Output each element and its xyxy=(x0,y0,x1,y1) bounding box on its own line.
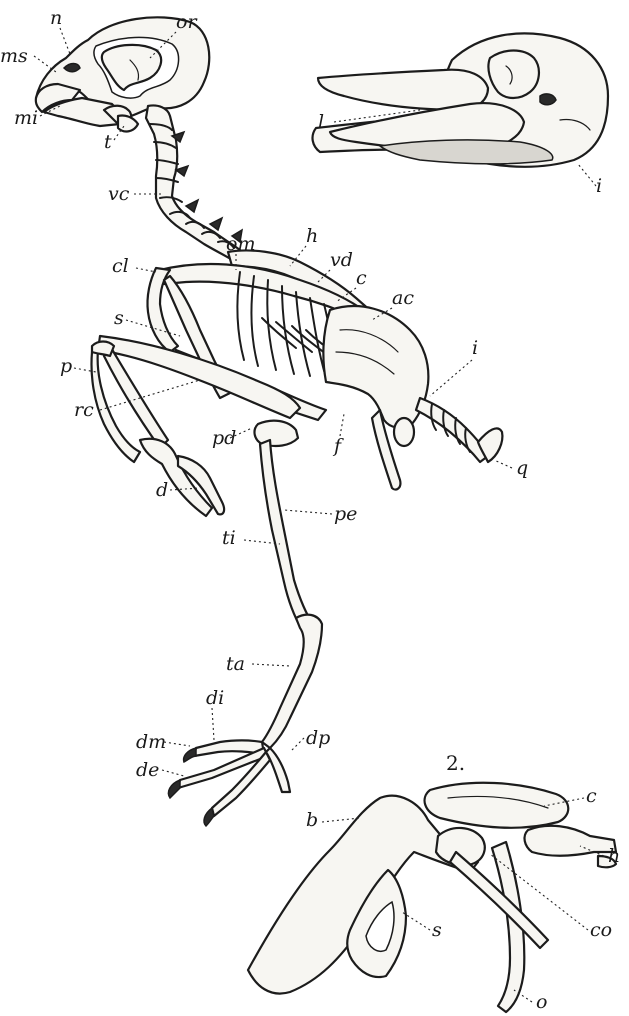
label-pe: pe xyxy=(334,503,357,525)
leader-dm xyxy=(164,742,190,746)
leader-q xyxy=(494,460,512,468)
label-i: i xyxy=(472,337,478,359)
label-vc: vc xyxy=(108,183,130,205)
fig2-label-o: o xyxy=(536,991,547,1013)
label-vd: vd xyxy=(330,249,353,271)
label-pd: pd xyxy=(212,427,236,449)
label-q: q xyxy=(516,457,528,479)
figure-number: 2. xyxy=(446,751,465,775)
skull-detail: l i xyxy=(313,33,608,197)
label-cl: cl xyxy=(112,255,129,277)
label-ac: ac xyxy=(392,287,414,309)
label-om: om xyxy=(226,233,255,255)
leader-rc xyxy=(100,380,200,410)
leader-f xyxy=(340,414,344,436)
label-d: d xyxy=(156,479,168,501)
fig2-label-b: b xyxy=(306,809,318,831)
leader-i xyxy=(430,360,472,396)
label-c: c xyxy=(356,267,367,289)
tail-vertebrae xyxy=(416,398,502,462)
label-dm: dm xyxy=(136,731,166,753)
label-t: t xyxy=(104,131,112,153)
leader-pe xyxy=(284,510,332,514)
pelvis xyxy=(323,306,428,489)
figure-2-shoulder-girdle: 2. c b h s co o xyxy=(248,751,620,1013)
label-p: p xyxy=(60,355,72,377)
fig2-label-c: c xyxy=(586,785,597,807)
leader-dp xyxy=(290,738,304,752)
label-dp: dp xyxy=(306,727,330,749)
leader-ta xyxy=(252,664,290,666)
leader-de xyxy=(162,770,184,776)
skull-label-i: i xyxy=(596,175,602,197)
label-mi: mi xyxy=(14,107,38,129)
label-rc: rc xyxy=(74,399,94,421)
leader-di xyxy=(212,708,214,740)
skull-label-l: l xyxy=(318,111,324,133)
leader-n xyxy=(60,28,70,54)
skull xyxy=(36,17,209,131)
label-de: de xyxy=(136,759,159,781)
fig2-label-h: h xyxy=(608,845,620,867)
fig2-label-s: s xyxy=(432,919,442,941)
label-h: h xyxy=(306,225,318,247)
leg xyxy=(168,421,322,826)
label-n: n xyxy=(50,7,62,29)
label-ms: ms xyxy=(0,45,28,67)
label-ta: ta xyxy=(226,653,245,675)
fig2-label-co: co xyxy=(590,919,612,941)
label-s: s xyxy=(114,307,124,329)
label-f: f xyxy=(332,435,344,457)
label-di: di xyxy=(206,687,224,709)
leader-cl xyxy=(136,268,156,272)
label-ti: ti xyxy=(222,527,236,549)
skull-leader-i xyxy=(578,164,596,186)
label-or: or xyxy=(176,11,198,33)
